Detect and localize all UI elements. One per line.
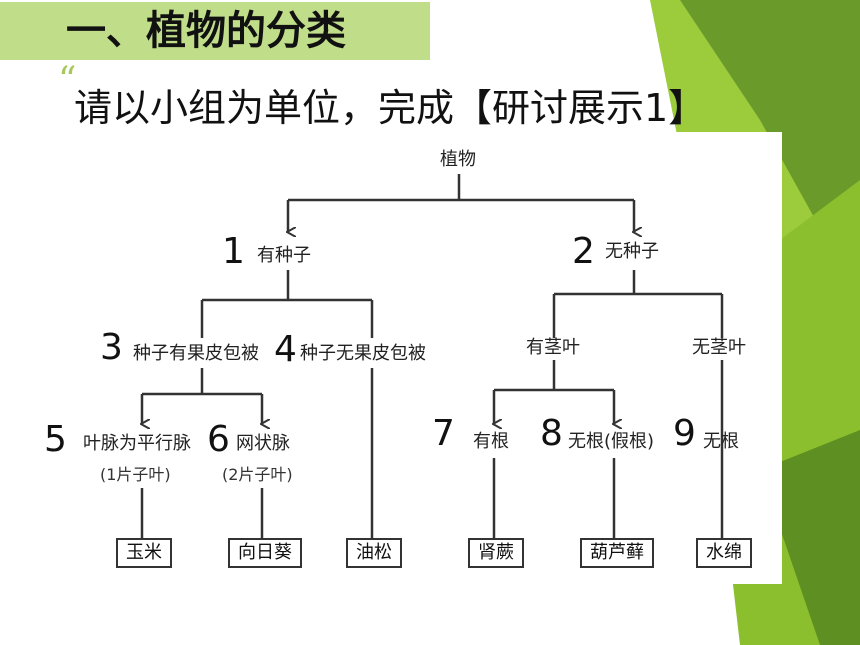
node-2-number: 2 — [572, 231, 595, 272]
node-4-number: 4 — [274, 329, 297, 370]
node-5-sub: (1片子叶) — [100, 465, 171, 484]
node-3-number: 3 — [100, 327, 123, 368]
classification-diagram — [82, 132, 782, 584]
node-6-label: 网状脉 — [236, 433, 290, 454]
node-9-label: 无根 — [703, 431, 739, 452]
node-1-number: 1 — [222, 231, 245, 272]
stem-leaf-no-label: 无茎叶 — [692, 337, 746, 358]
node-6-number: 6 — [207, 419, 230, 460]
node-2-label: 无种子 — [605, 241, 659, 262]
title-band — [0, 2, 430, 60]
node-7-label: 有根 — [473, 431, 509, 452]
page-title: 一、植物的分类 — [66, 8, 346, 54]
node-6-sub: (2片子叶) — [222, 465, 293, 484]
node-3-label: 种子有果皮包被 — [133, 343, 259, 364]
quote-mark: “ — [58, 60, 77, 101]
stem-leaf-yes-label: 有茎叶 — [526, 337, 580, 358]
node-9-number: 9 — [673, 413, 696, 454]
node-5-label: 叶脉为平行脉 — [83, 433, 191, 454]
leaf-pine: 油松 — [346, 538, 402, 568]
node-1-label: 有种子 — [257, 245, 311, 266]
node-8-number: 8 — [540, 413, 563, 454]
tree-connectors — [82, 174, 724, 538]
leaf-spirogyra: 水绵 — [696, 538, 752, 568]
leaf-moss: 葫芦藓 — [580, 538, 654, 568]
leaf-fern: 肾蕨 — [468, 538, 524, 568]
leaf-sunflower: 向日葵 — [228, 538, 302, 568]
node-4-label: 种子无果皮包被 — [300, 343, 426, 364]
instruction-text: 请以小组为单位，完成【研讨展示1】 — [74, 86, 707, 130]
node-5-number: 5 — [44, 419, 67, 460]
node-8-label: 无根(假根) — [568, 431, 655, 452]
leaf-corn: 玉米 — [116, 538, 172, 568]
node-7-number: 7 — [432, 413, 455, 454]
root-node: 植物 — [440, 149, 476, 170]
